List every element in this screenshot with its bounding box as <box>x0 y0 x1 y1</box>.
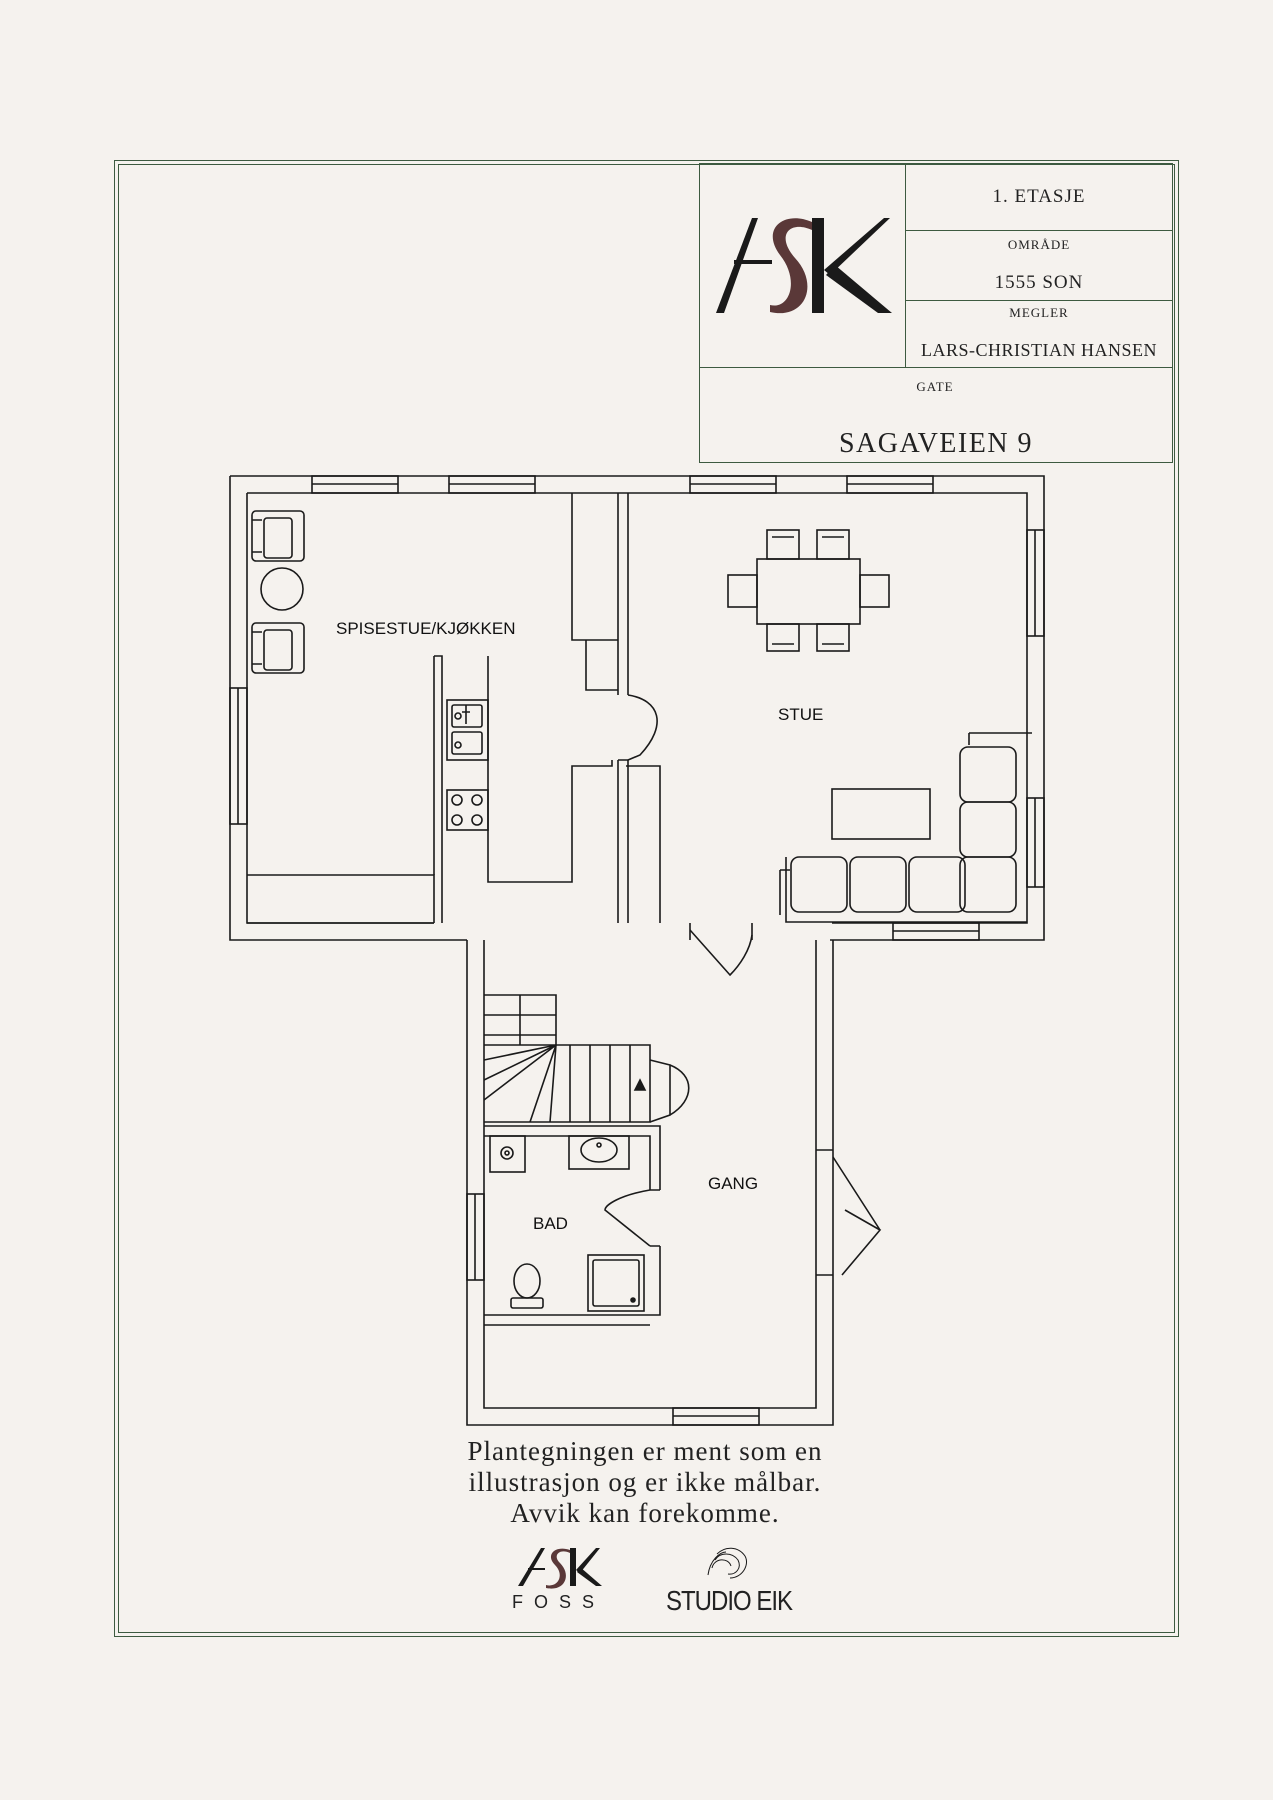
room-label-living: STUE <box>778 705 824 724</box>
room-label-hall: GANG <box>708 1174 759 1193</box>
street-value: SAGAVEIEN 9 <box>838 428 1034 459</box>
broker-value: LARS-CHRISTIAN HANSEN <box>920 340 1157 360</box>
floor-label: 1. ETASJE <box>992 186 1086 207</box>
title-block-street-cell <box>699 367 1173 463</box>
area-value: 1555 SON <box>994 272 1084 293</box>
disclaimer-line-2: illustrasjon og er ikke målbar. <box>468 1467 822 1497</box>
ask-logo <box>716 218 892 314</box>
ask-foss-logo <box>518 1548 602 1589</box>
foss-text: FOSS <box>512 1592 606 1612</box>
street-label: GATE <box>916 379 954 394</box>
disclaimer: Plantegningen er ment som en illustrasjo… <box>380 1436 910 1529</box>
broker-label: MEGLER <box>1009 305 1069 320</box>
studio-eik-text: STUDIO EIK <box>666 1585 793 1617</box>
page-frame <box>114 160 1179 1637</box>
room-label-bath: BAD <box>533 1214 568 1233</box>
disclaimer-line-3: Avvik kan forekomme. <box>510 1498 780 1528</box>
studio-eik-icon <box>707 1547 747 1579</box>
disclaimer-line-1: Plantegningen er ment som en <box>467 1436 823 1466</box>
area-label: OMRÅDE <box>1007 237 1071 252</box>
room-label-kitchen: SPISESTUE/KJØKKEN <box>336 619 516 638</box>
